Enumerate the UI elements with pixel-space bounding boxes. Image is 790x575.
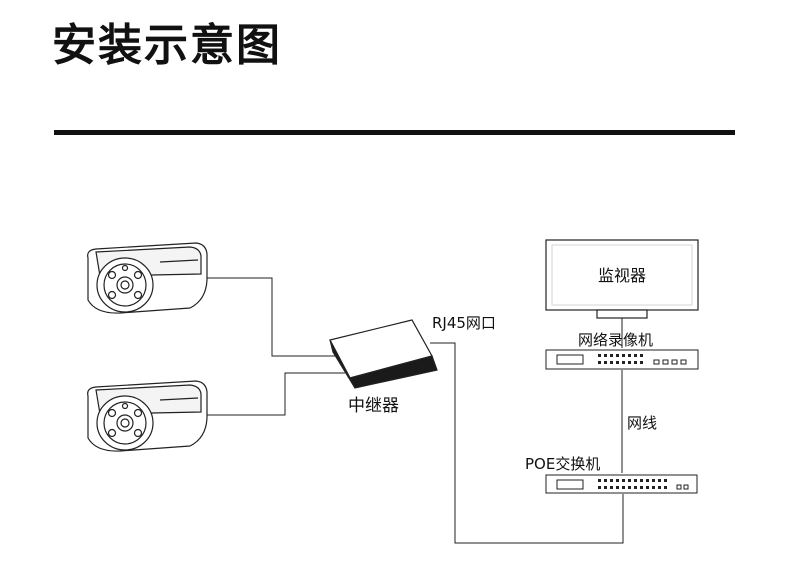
monitor-label: 监视器 [598, 266, 647, 285]
rj45-port-label: RJ45网口 [432, 314, 496, 332]
title-divider [54, 130, 735, 135]
wire-repeater-poe [430, 342, 624, 544]
nvr-label: 网络录像机 [578, 331, 654, 349]
wire-camera2-repeater [205, 372, 345, 416]
poe-switch-label: POE交换机 [525, 455, 601, 473]
camera-1 [87, 242, 208, 314]
camera-2 [87, 380, 208, 452]
repeater-label: 中继器 [348, 396, 399, 416]
poe-switch-device [545, 474, 698, 494]
page-title: 安装示意图 [52, 20, 282, 71]
monitor-device [545, 239, 699, 319]
wire-camera1-repeater [205, 277, 338, 357]
nvr-device [545, 349, 699, 370]
repeater-device [329, 319, 438, 389]
cable-label: 网线 [627, 414, 658, 432]
